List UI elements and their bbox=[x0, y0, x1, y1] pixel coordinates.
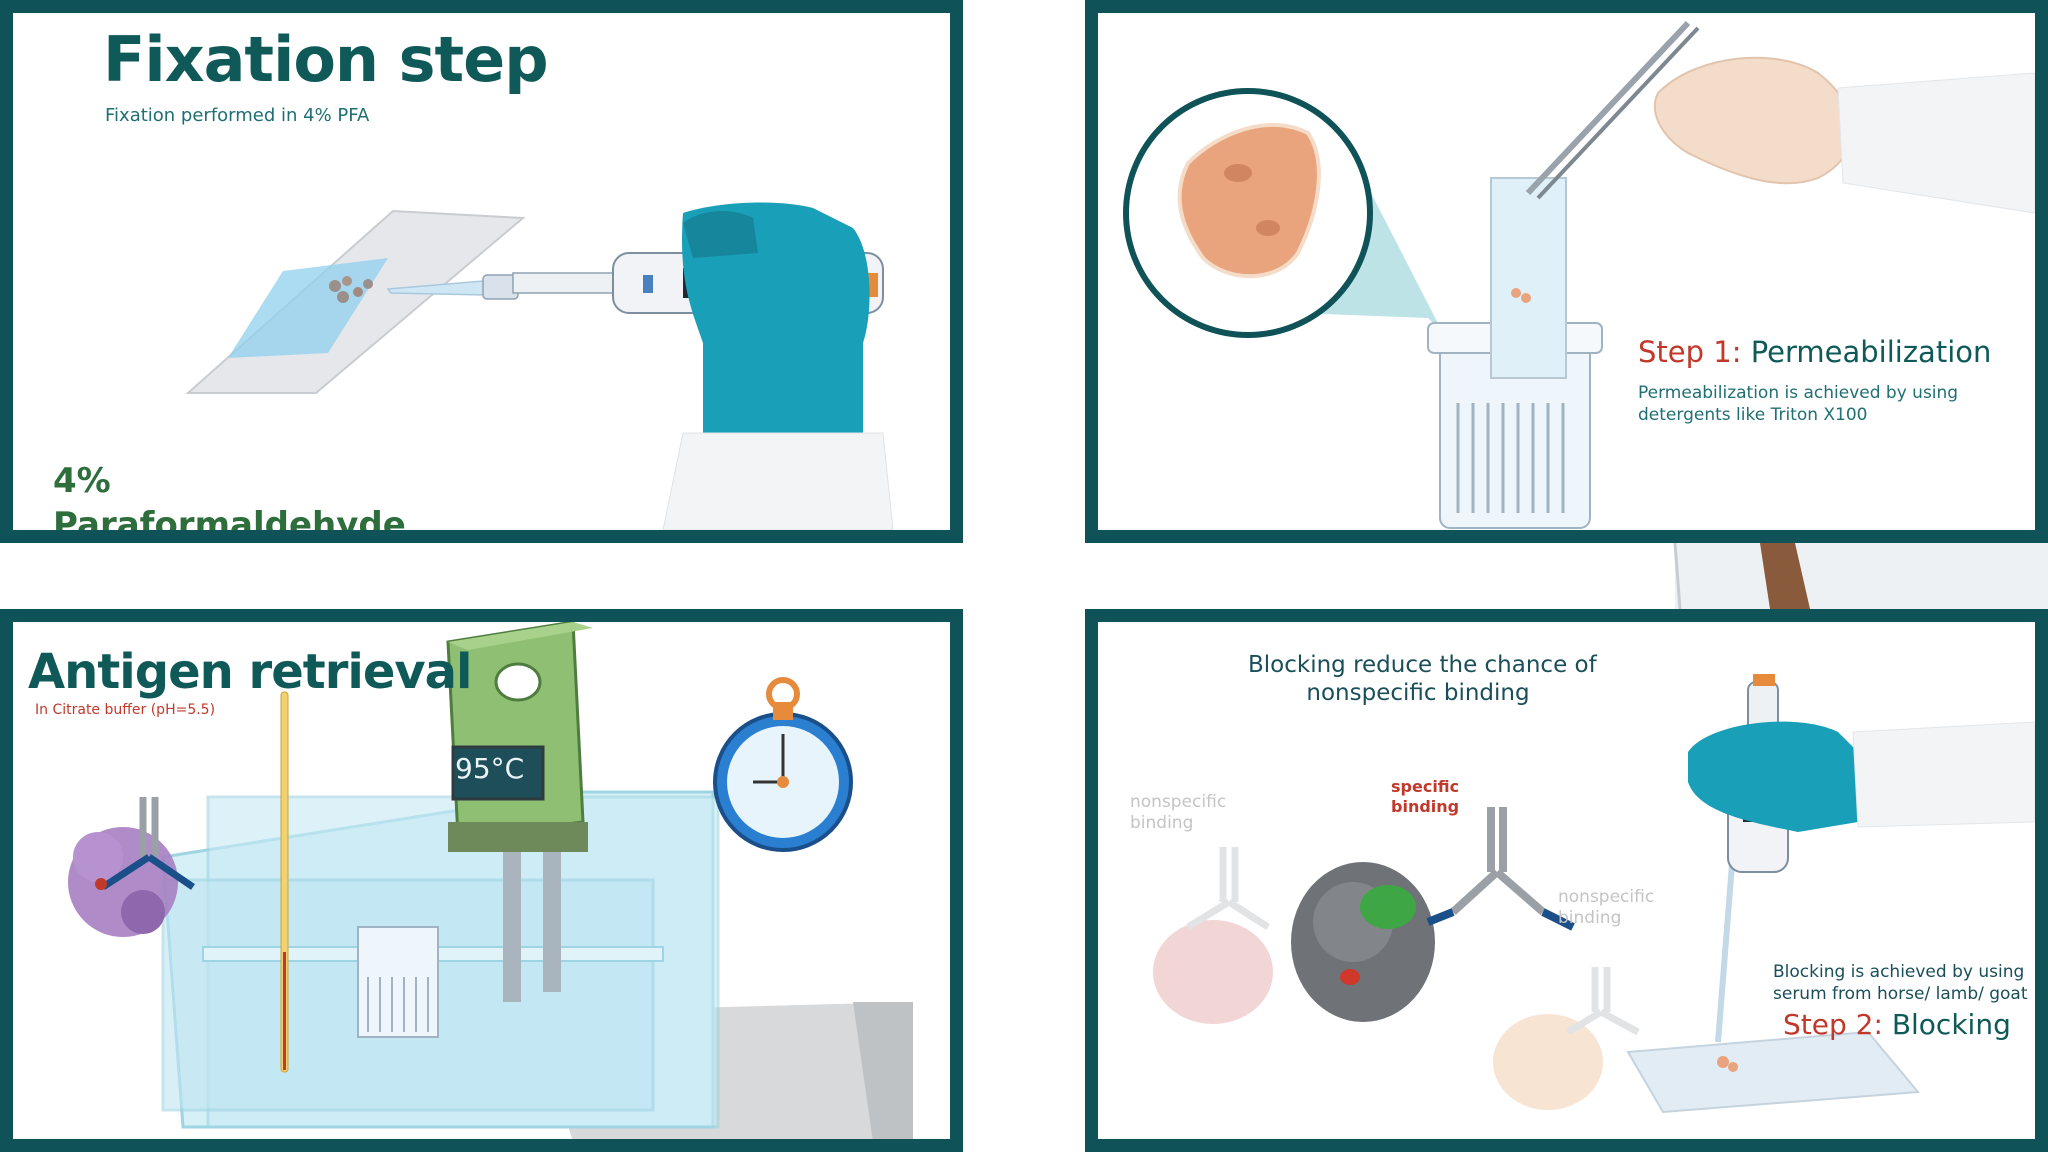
antigen-title: Antigen retrieval bbox=[28, 644, 472, 700]
blocking-heading-line2: nonspecific binding bbox=[1306, 680, 1530, 706]
fixation-subtitle: Fixation performed in 4% PFA bbox=[105, 105, 370, 126]
panel-fixation: Fixation step Fixation performed in 4% P… bbox=[0, 0, 963, 543]
step1-name: Permeabilization bbox=[1750, 335, 1992, 369]
blocking-illustration bbox=[1153, 674, 2035, 1114]
label-nonspecific-left-1: nonspecific bbox=[1130, 792, 1227, 812]
step1-heading: Step 1: Permeabilization bbox=[1638, 335, 1991, 369]
antigen-illustration bbox=[68, 622, 913, 1139]
step1-prefix: Step 1: bbox=[1638, 335, 1742, 369]
step2-prefix: Step 2: bbox=[1783, 1008, 1883, 1041]
antigen-subtitle: In Citrate buffer (pH=5.5) bbox=[35, 702, 216, 718]
label-nonspecific-right-2: binding bbox=[1558, 908, 1622, 928]
step2-desc-line1: Blocking is achieved by using bbox=[1773, 962, 2025, 982]
step2-name: Blocking bbox=[1891, 1008, 2011, 1041]
step2-desc-line2: serum from horse/ lamb/ goat bbox=[1773, 984, 2028, 1004]
label-nonspecific-left-2: binding bbox=[1130, 813, 1194, 833]
step2-heading: Step 2: Blocking bbox=[1783, 1008, 2011, 1041]
background-figure bbox=[1673, 543, 2048, 609]
panel-antigen-retrieval: Antigen retrieval In Citrate buffer (pH=… bbox=[0, 609, 963, 1152]
blocking-heading-line1: Blocking reduce the chance of bbox=[1248, 652, 1597, 678]
label-specific-2: binding bbox=[1391, 797, 1460, 816]
heater-temperature: 95°C bbox=[455, 752, 525, 785]
label-nonspecific-right-1: nonspecific bbox=[1558, 887, 1655, 907]
reagent-percent: 4% bbox=[53, 461, 111, 501]
step1-desc-line2: detergents like Triton X100 bbox=[1638, 405, 1868, 425]
step1-desc-line1: Permeabilization is achieved by using bbox=[1638, 383, 1959, 403]
fixation-illustration bbox=[185, 202, 894, 530]
label-specific-1: specific bbox=[1391, 777, 1460, 796]
panel-blocking: Blocking reduce the chance of nonspecifi… bbox=[1085, 609, 2048, 1152]
panel-permeabilization: Step 1: Permeabilization Permeabilizatio… bbox=[1085, 0, 2048, 543]
reagent-name: Paraformaldehyde bbox=[53, 505, 406, 543]
fixation-title: Fixation step bbox=[103, 23, 549, 96]
permeabilization-illustration bbox=[1123, 20, 2035, 529]
